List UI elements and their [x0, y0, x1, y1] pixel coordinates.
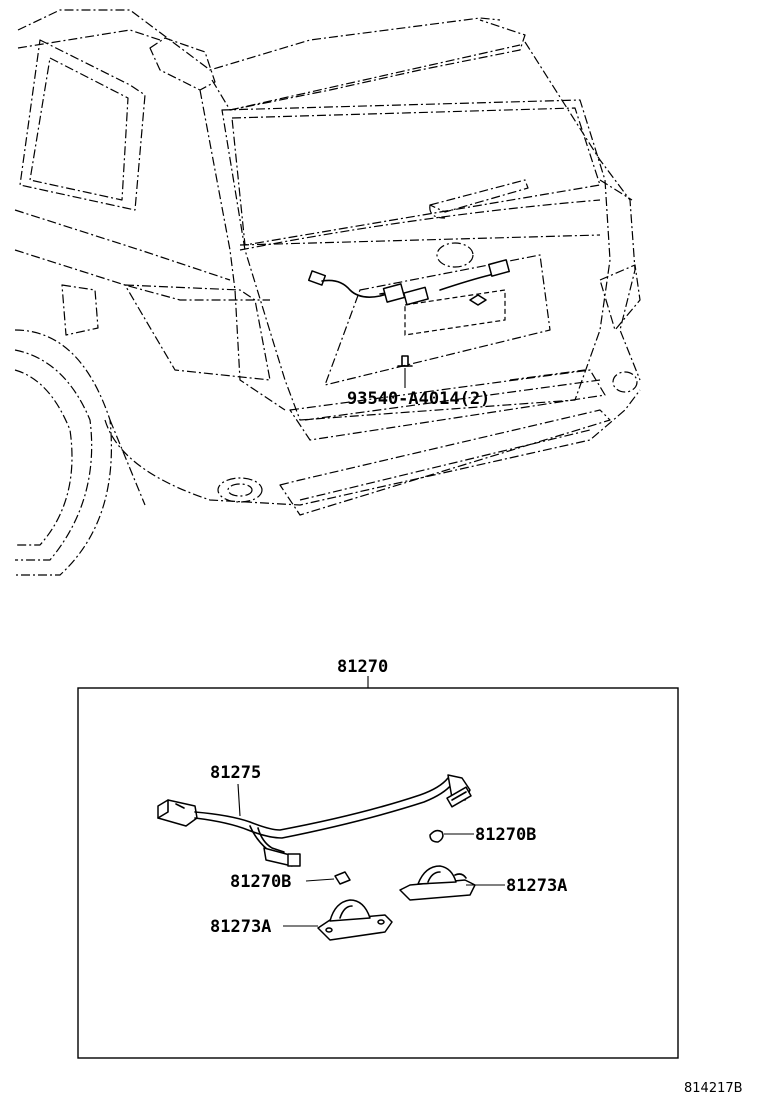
- bulb-left-leader: [305, 878, 335, 882]
- vehicle-rear-outline: [14, 9, 641, 576]
- lens-left: [317, 899, 393, 941]
- bulb-left: [334, 871, 351, 885]
- bulb-right: [429, 829, 444, 843]
- lens-right: [399, 865, 476, 901]
- bulb-right-part-label: 81270B: [475, 825, 536, 845]
- bulb-left-part-label: 81270B: [230, 872, 291, 892]
- lens-left-part-label: 81273A: [210, 917, 271, 937]
- vehicle-license-lamp-wiring: [307, 259, 510, 367]
- wire-part-label: 81275: [210, 763, 261, 783]
- wire-harness-81275: [157, 774, 472, 867]
- assembly-part-label: 81270: [337, 657, 388, 677]
- lens-right-part-label: 81273A: [506, 876, 567, 896]
- assembly-frame: [77, 687, 679, 1059]
- figure-code: 814217B: [684, 1081, 743, 1096]
- screw-part-label: 93540-A4014(2): [347, 389, 490, 409]
- wire-leader-line: [237, 783, 241, 817]
